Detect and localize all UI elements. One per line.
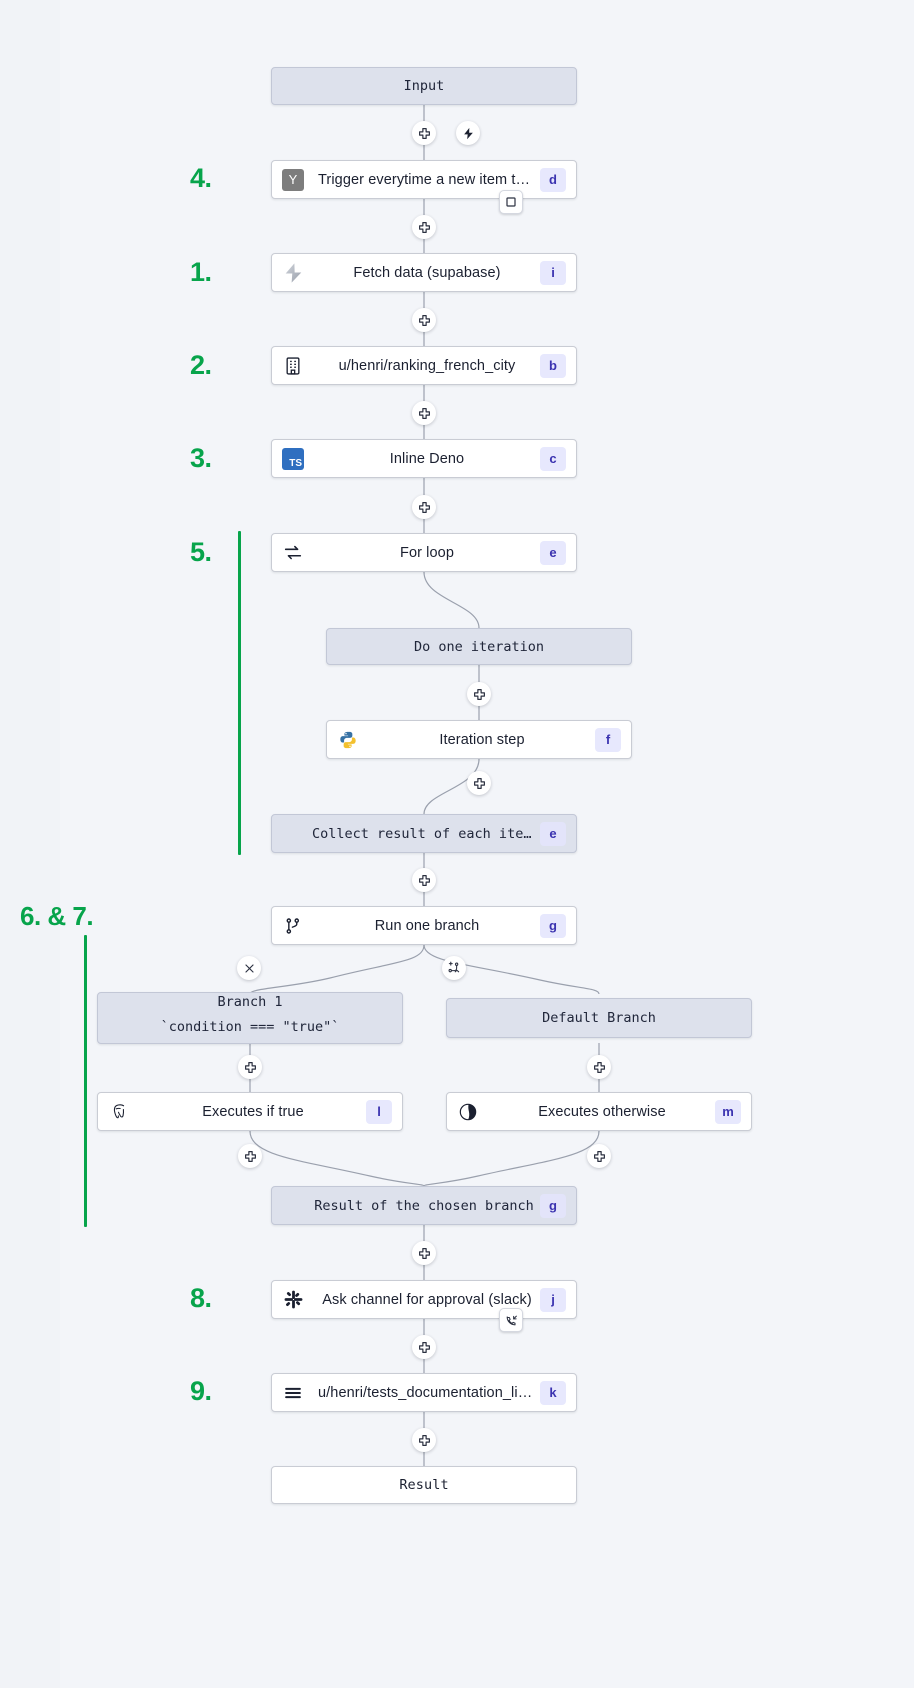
node-tests-documentation-links-badge[interactable]: k <box>540 1380 566 1405</box>
annotation-2: 2. <box>190 350 212 380</box>
typescript-icon: TS <box>272 447 314 470</box>
add-step-handle[interactable] <box>412 401 436 425</box>
node-do-one-iteration[interactable]: Do one iteration <box>326 628 632 665</box>
node-result-label: Result <box>399 1477 449 1493</box>
yaml-icon: Y <box>272 168 314 191</box>
annotation-3: 3. <box>190 443 212 473</box>
node-collect-result[interactable]: Collect result of each iteration e <box>271 814 577 853</box>
node-ask-channel-approval-badge[interactable]: j <box>540 1287 566 1312</box>
node-ask-channel-approval[interactable]: Ask channel for approval (slack) j <box>271 1280 577 1319</box>
node-input[interactable]: Input <box>271 67 577 105</box>
node-executes-otherwise-label: Executes otherwise <box>538 1103 666 1120</box>
node-trigger[interactable]: Y Trigger everytime a new item text o… d <box>271 160 577 199</box>
annotation-1: 1. <box>190 257 212 287</box>
add-step-handle[interactable] <box>587 1055 611 1079</box>
node-branch-1-condition: `condition === "true"` <box>160 1019 340 1035</box>
node-executes-otherwise[interactable]: Executes otherwise m <box>446 1092 752 1131</box>
node-for-loop[interactable]: For loop e <box>271 533 577 572</box>
node-ranking-french-city-badge[interactable]: b <box>540 353 566 378</box>
node-default-branch[interactable]: Default Branch <box>446 998 752 1038</box>
annotation-8: 8. <box>190 1283 212 1313</box>
node-do-one-iteration-label: Do one iteration <box>413 638 545 655</box>
close-icon[interactable] <box>237 956 261 980</box>
add-step-handle[interactable] <box>412 495 436 519</box>
node-iteration-step[interactable]: Iteration step f <box>326 720 632 759</box>
add-step-handle[interactable] <box>238 1144 262 1168</box>
for-loop-bracket <box>238 531 241 855</box>
node-collect-result-label: Collect result of each iteration <box>312 825 540 842</box>
node-iteration-step-badge[interactable]: f <box>595 727 621 752</box>
node-inline-deno[interactable]: TS Inline Deno c <box>271 439 577 478</box>
add-step-handle[interactable] <box>412 868 436 892</box>
annotation-6-and-7: 6. & 7. <box>20 901 94 931</box>
add-step-handle[interactable] <box>412 1335 436 1359</box>
python-icon <box>327 730 369 750</box>
node-ranking-french-city-label: u/henri/ranking_french_city <box>338 357 516 374</box>
node-inline-deno-badge[interactable]: c <box>540 446 566 471</box>
node-tests-documentation-links-label: u/henri/tests_documentation_links <box>318 1384 540 1401</box>
branch-bracket <box>84 935 87 1227</box>
supabase-icon <box>272 262 314 284</box>
node-tests-documentation-links[interactable]: u/henri/tests_documentation_links k <box>271 1373 577 1412</box>
annotation-4: 4. <box>190 163 212 193</box>
menu-icon <box>272 1382 314 1404</box>
node-fetch-data-badge[interactable]: i <box>540 260 566 285</box>
node-run-one-branch-label: Run one branch <box>374 917 480 934</box>
add-step-handle[interactable] <box>587 1144 611 1168</box>
add-step-handle[interactable] <box>412 121 436 145</box>
add-step-handle[interactable] <box>412 215 436 239</box>
node-executes-if-true[interactable]: Executes if true l <box>97 1092 403 1131</box>
add-step-handle[interactable] <box>467 771 491 795</box>
node-run-one-branch-badge[interactable]: g <box>540 913 566 938</box>
slack-icon <box>272 1289 314 1310</box>
square-icon[interactable] <box>499 190 523 214</box>
node-branch-1-title: Branch 1 <box>217 994 283 1010</box>
bolt-icon[interactable] <box>456 121 480 145</box>
node-default-branch-label: Default Branch <box>542 1010 656 1026</box>
node-for-loop-badge[interactable]: e <box>540 540 566 565</box>
node-ranking-french-city[interactable]: u/henri/ranking_french_city b <box>271 346 577 385</box>
branch-icon <box>272 916 314 936</box>
node-result-of-chosen-branch[interactable]: Result of the chosen branch g <box>271 1186 577 1225</box>
node-executes-otherwise-badge[interactable]: m <box>715 1099 741 1124</box>
node-trigger-label: Trigger everytime a new item text o… <box>318 171 540 188</box>
annotation-9: 9. <box>190 1376 212 1406</box>
node-trigger-badge[interactable]: d <box>540 167 566 192</box>
add-branch-icon[interactable] <box>442 956 466 980</box>
loop-icon <box>272 542 314 564</box>
phone-incoming-icon[interactable] <box>499 1308 523 1332</box>
deno-icon <box>447 1102 489 1122</box>
add-step-handle[interactable] <box>412 1241 436 1265</box>
node-fetch-data-label: Fetch data (supabase) <box>353 264 501 281</box>
add-step-handle[interactable] <box>238 1055 262 1079</box>
node-branch-1[interactable]: Branch 1 `condition === "true"` <box>97 992 403 1044</box>
node-inline-deno-label: Inline Deno <box>389 450 465 467</box>
node-result-of-chosen-branch-label: Result of the chosen branch <box>314 1197 534 1214</box>
add-step-handle[interactable] <box>412 1428 436 1452</box>
node-run-one-branch[interactable]: Run one branch g <box>271 906 577 945</box>
annotation-5: 5. <box>190 537 212 567</box>
postgres-icon <box>98 1102 140 1122</box>
node-result-of-chosen-branch-badge[interactable]: g <box>540 1193 566 1218</box>
add-step-handle[interactable] <box>467 682 491 706</box>
add-step-handle[interactable] <box>412 308 436 332</box>
node-input-label: Input <box>403 78 445 94</box>
node-executes-if-true-label: Executes if true <box>202 1103 304 1120</box>
node-fetch-data[interactable]: Fetch data (supabase) i <box>271 253 577 292</box>
node-executes-if-true-badge[interactable]: l <box>366 1099 392 1124</box>
building-icon <box>272 356 314 376</box>
node-ask-channel-approval-label: Ask channel for approval (slack) <box>322 1291 532 1308</box>
node-for-loop-label: For loop <box>400 544 454 561</box>
node-iteration-step-label: Iteration step <box>439 731 525 748</box>
node-result[interactable]: Result <box>271 1466 577 1504</box>
node-collect-result-badge[interactable]: e <box>540 821 566 846</box>
